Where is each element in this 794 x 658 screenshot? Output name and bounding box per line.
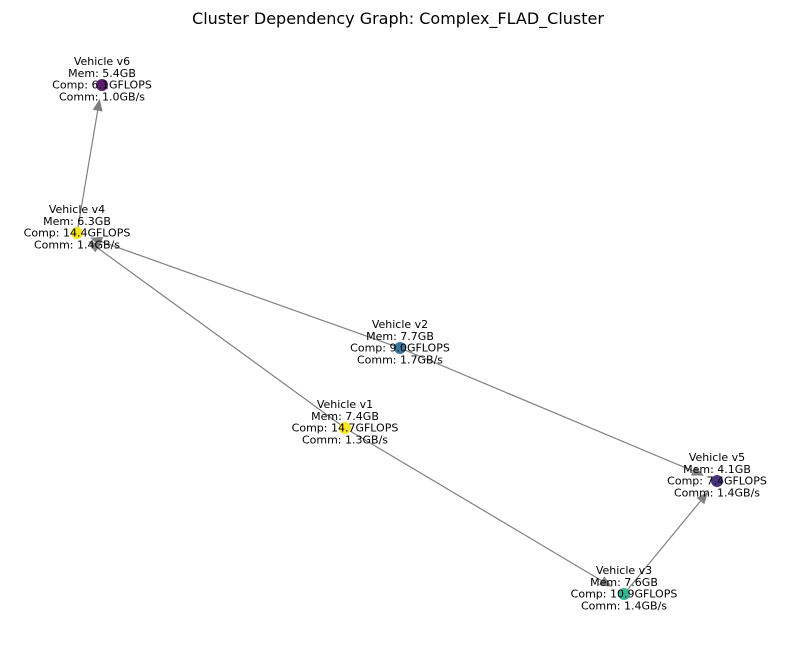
node-v3-comp-label: Comp: 10.9GFLOPS — [571, 588, 678, 601]
node-v2-mem-label: Mem: 7.7GB — [366, 330, 434, 343]
edge-v2-v5 — [399, 347, 694, 472]
node-v6-name-label: Vehicle v6 — [74, 55, 130, 68]
node-v3[interactable] — [618, 588, 630, 600]
node-v5-comp-label: Comp: 7.4GFLOPS — [667, 475, 767, 488]
node-v2-name-label: Vehicle v2 — [372, 318, 428, 331]
node-v1-comm-label: Comm: 1.3GB/s — [302, 433, 388, 446]
nodes-layer — [71, 79, 723, 600]
node-v6-comm-label: Comm: 1.0GB/s — [59, 90, 145, 103]
node-v2-comm-label: Comm: 1.7GB/s — [357, 353, 443, 366]
node-v5-name-label: Vehicle v5 — [689, 451, 745, 464]
node-v3-comm-label: Comm: 1.4GB/s — [581, 599, 667, 612]
node-v2[interactable] — [394, 342, 406, 354]
node-v6-mem-label: Mem: 5.4GB — [68, 67, 136, 80]
node-v1-name-label: Vehicle v1 — [317, 398, 373, 411]
node-v4-comp-label: Comp: 14.4GFLOPS — [24, 227, 131, 240]
arrowhead-v2-v5 — [691, 466, 705, 476]
node-v2-comp-label: Comp: 9.0GFLOPS — [350, 342, 450, 355]
edges-layer — [76, 98, 709, 595]
arrowhead-v2-v4 — [90, 237, 104, 247]
node-v5-comm-label: Comm: 1.4GB/s — [674, 486, 760, 499]
node-v6[interactable] — [96, 79, 108, 91]
edge-v1-v3 — [344, 427, 602, 582]
node-v5-mem-label: Mem: 4.1GB — [683, 463, 751, 476]
edge-v4-v6 — [76, 110, 99, 234]
node-v4-comm-label: Comm: 1.4GB/s — [34, 238, 120, 251]
node-v1-mem-label: Mem: 7.4GB — [311, 410, 379, 423]
node-v3-name-label: Vehicle v3 — [596, 564, 652, 577]
node-v1-comp-label: Comp: 14.7GFLOPS — [292, 422, 399, 435]
edge-v1-v4 — [97, 247, 346, 429]
arrowhead-v3-v5 — [696, 491, 709, 505]
node-v1[interactable] — [339, 422, 351, 434]
node-v6-comp-label: Comp: 6.1GFLOPS — [52, 79, 152, 92]
edge-v2-v4 — [101, 241, 401, 349]
node-v4-mem-label: Mem: 6.3GB — [43, 215, 111, 228]
node-v5[interactable] — [711, 475, 723, 487]
arrowhead-v4-v6 — [92, 98, 103, 112]
graph-title: Cluster Dependency Graph: Complex_FLAD_C… — [192, 9, 604, 29]
arrowhead-v1-v3 — [599, 576, 612, 587]
node-v3-mem-label: Mem: 7.6GB — [590, 576, 658, 589]
node-v4-name-label: Vehicle v4 — [49, 203, 105, 216]
node-v4[interactable] — [71, 227, 83, 239]
edge-v3-v5 — [623, 500, 701, 595]
